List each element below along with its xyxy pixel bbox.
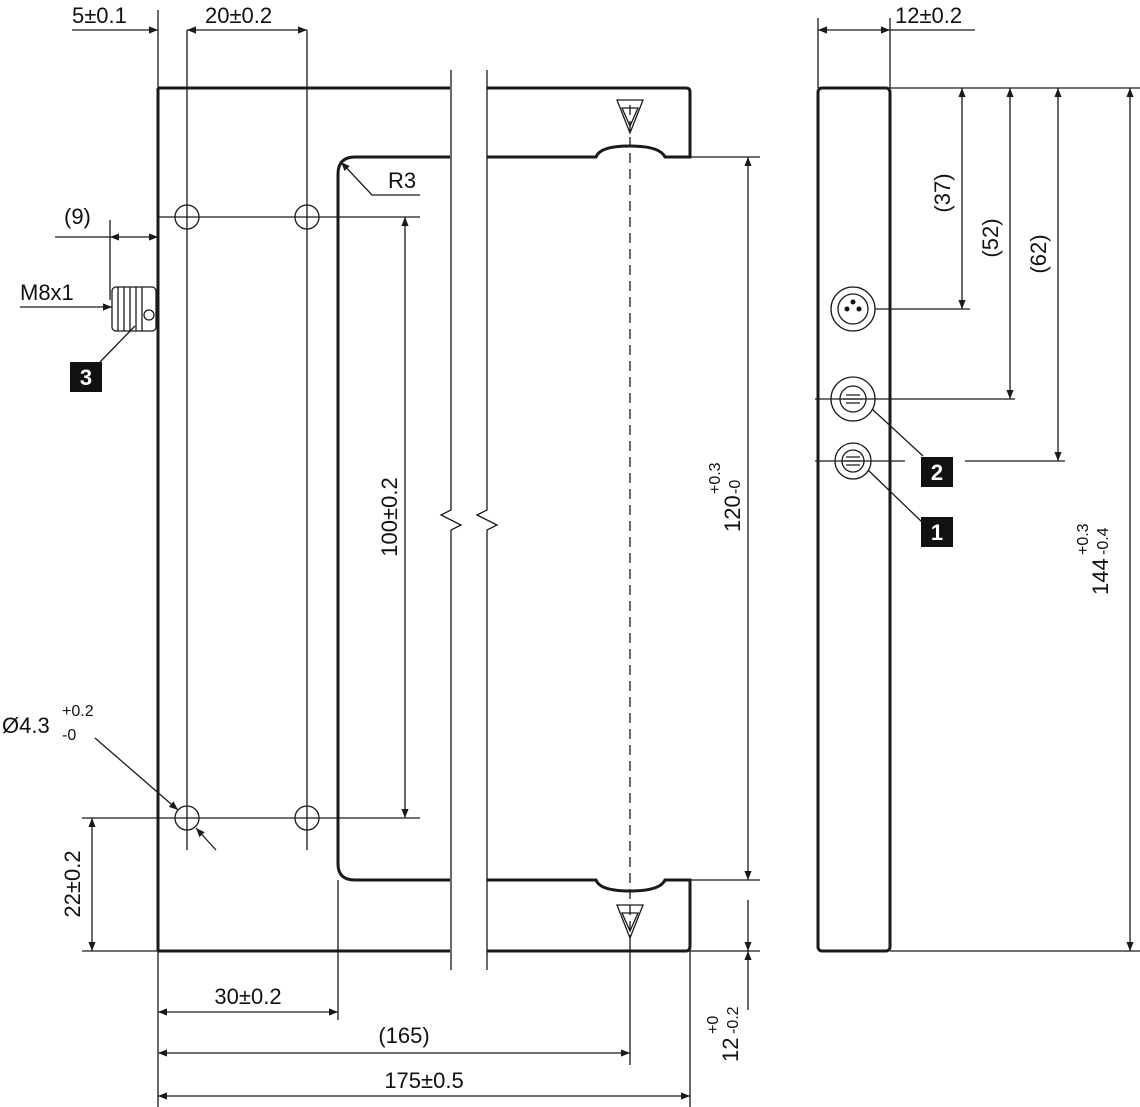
dim-total-width: 175±0.5 bbox=[384, 1068, 463, 1093]
svg-text:3: 3 bbox=[80, 365, 92, 390]
dim-hole-diameter: Ø4.3 +0.2 -0 bbox=[2, 703, 94, 744]
side-view-outline bbox=[816, 86, 892, 953]
dim-arm-thickness-tol-plus: +0 bbox=[705, 1016, 722, 1034]
dim-hole-diameter-tol-minus: -0 bbox=[62, 727, 76, 744]
dim-height-tol-minus: -0.4 bbox=[1095, 527, 1112, 555]
dim-arm-thickness-tol-minus: -0.2 bbox=[725, 1006, 742, 1034]
dim-optical-axis: (165) bbox=[378, 1023, 429, 1048]
callout-badge-2: 2 bbox=[921, 457, 953, 487]
mounting-holes bbox=[82, 30, 420, 850]
dim-connector-offset: (9) bbox=[64, 204, 91, 229]
dim-hole-diameter-main: Ø4.3 bbox=[2, 713, 50, 738]
dim-hole-spacing-h: 20±0.2 bbox=[205, 3, 272, 28]
dim-ref-37: (37) bbox=[930, 173, 955, 212]
dimension-labels: 5±0.1 20±0.2 12±0.2 (9) M8x1 R3 100±0.2 … bbox=[2, 3, 1113, 1093]
front-view-outline bbox=[156, 70, 692, 970]
dim-height-main: 144 bbox=[1088, 558, 1113, 595]
dim-side-width: 12±0.2 bbox=[895, 3, 962, 28]
svg-text:2: 2 bbox=[931, 460, 943, 485]
dim-ref-62: (62) bbox=[1026, 234, 1051, 273]
dim-inner-arm-width: 30±0.2 bbox=[214, 984, 281, 1009]
dim-fork-opening-main: 120 bbox=[720, 495, 745, 532]
dim-thread: M8x1 bbox=[20, 280, 74, 305]
dim-edge-offset: 5±0.1 bbox=[72, 3, 127, 28]
dimension-lines bbox=[20, 10, 1140, 1107]
m8-connector bbox=[111, 286, 157, 332]
dim-fork-opening: 120 +0.3 -0 bbox=[707, 462, 745, 532]
dim-ref-52: (52) bbox=[978, 218, 1003, 257]
dim-arm-thickness: 12 +0 -0.2 bbox=[705, 1006, 743, 1062]
dim-height-tol-plus: +0.3 bbox=[1075, 523, 1092, 555]
dim-hole-diameter-tol-plus: +0.2 bbox=[62, 703, 94, 720]
dim-fork-opening-tol-minus: -0 bbox=[727, 480, 744, 494]
callout-badge-3: 3 bbox=[70, 362, 102, 392]
dim-radius: R3 bbox=[388, 168, 416, 193]
dim-fork-opening-tol-plus: +0.3 bbox=[707, 462, 724, 494]
optical-axis bbox=[616, 99, 644, 940]
dim-hole-spacing-v: 100±0.2 bbox=[377, 477, 402, 556]
svg-text:1: 1 bbox=[931, 520, 943, 545]
callout-badge-1: 1 bbox=[921, 517, 953, 547]
dim-bottom-hole-offset: 22±0.2 bbox=[60, 850, 85, 917]
dim-height: 144 +0.3 -0.4 bbox=[1075, 523, 1113, 595]
dim-arm-thickness-main: 12 bbox=[718, 1038, 743, 1062]
